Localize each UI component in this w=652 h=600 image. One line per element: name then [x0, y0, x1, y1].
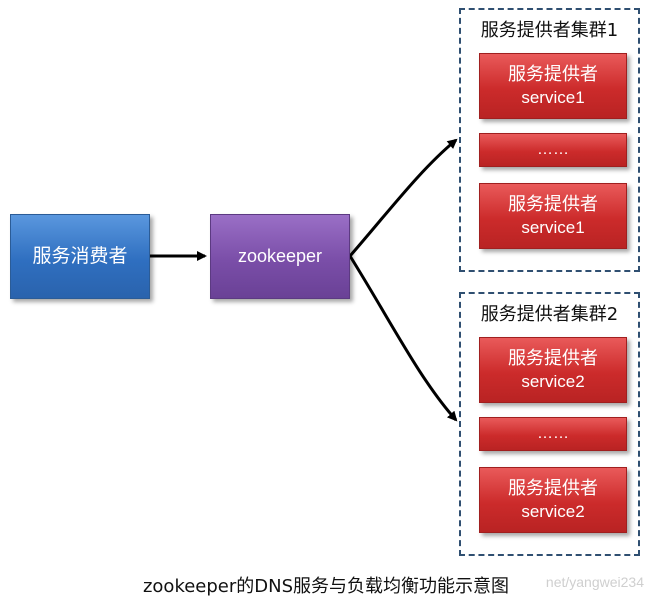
provider-service: service1 — [521, 217, 585, 237]
provider-name: 服务提供者 — [508, 348, 598, 370]
provider-service: service2 — [521, 501, 585, 521]
ellipsis-label: …… — [537, 140, 569, 158]
cluster-2-provider-1: 服务提供者 service2 — [479, 337, 627, 403]
provider-name: 服务提供者 — [508, 64, 598, 86]
provider-cluster-1: 服务提供者集群1 服务提供者 service1 …… 服务提供者 service… — [459, 8, 640, 272]
arrow-zookeeper-to-cluster2 — [348, 255, 458, 422]
provider-service: service1 — [521, 87, 585, 107]
provider-name: 服务提供者 — [508, 194, 598, 216]
cluster-2-title: 服务提供者集群2 — [480, 304, 619, 325]
cluster-1-provider-2: 服务提供者 service1 — [479, 183, 627, 249]
cluster-1-provider-1: 服务提供者 service1 — [479, 53, 627, 119]
zookeeper-box: zookeeper — [210, 214, 350, 299]
diagram-caption: zookeeper的DNS服务与负载均衡功能示意图 — [142, 576, 510, 597]
cluster-2-provider-2: 服务提供者 service2 — [479, 467, 627, 533]
cluster-1-ellipsis-box: …… — [479, 133, 627, 167]
arrow-zookeeper-to-cluster1 — [348, 138, 458, 257]
ellipsis-label: …… — [537, 424, 569, 442]
cluster-1-title: 服务提供者集群1 — [480, 20, 619, 41]
watermark: net/yangwei234 — [545, 574, 644, 590]
service-consumer-label: 服务消费者 — [32, 245, 128, 268]
provider-cluster-2: 服务提供者集群2 服务提供者 service2 …… 服务提供者 service… — [459, 292, 640, 556]
provider-service: service2 — [521, 371, 585, 391]
provider-name: 服务提供者 — [508, 478, 598, 500]
cluster-2-ellipsis-box: …… — [479, 417, 627, 451]
service-consumer-box: 服务消费者 — [10, 214, 150, 299]
zookeeper-label: zookeeper — [237, 245, 323, 266]
